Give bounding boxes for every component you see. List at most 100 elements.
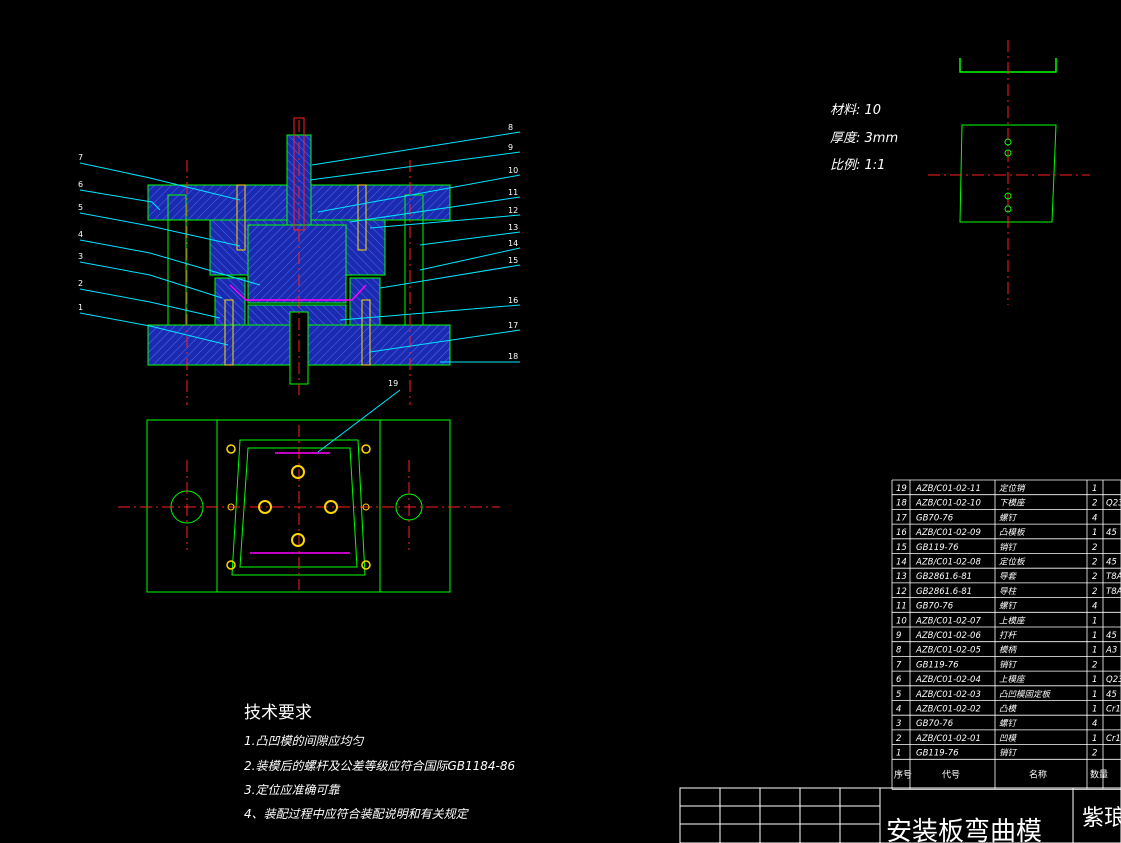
plan-die-outline [231,439,366,576]
bom-cell-qty: 4 [1092,513,1097,523]
guide-post-left [167,194,187,326]
leader-number: 16 [508,296,518,305]
spec-scale: 比例: 1:1 [830,158,885,173]
bom-cell-qty: 1 [1092,631,1097,641]
part-hole [1004,138,1012,146]
bom-cell-name: 销钉 [999,659,1018,670]
bom-cell-qty: 1 [1092,646,1097,656]
leader-number: 13 [508,223,518,232]
bom-cell-name: 螺钉 [999,601,1018,612]
bom-cell-name: 螺钉 [999,512,1018,523]
spec-thickness: 厚度: 3mm [830,131,898,146]
title-block: 安装板弯曲模 紫琅 [679,787,1121,843]
screw-icon [324,500,338,514]
bom-cell-code: AZB/C01-02-03 [915,690,981,700]
leader-number: 12 [508,206,518,215]
bom-cell-mat: Q23 [1106,675,1121,685]
bom-cell-qty: 2 [1092,572,1097,582]
bom-cell-code: AZB/C01-02-04 [915,675,981,685]
bom-cell-no: 18 [896,499,907,509]
screw-right [357,184,367,251]
leader-number: 9 [508,143,513,152]
bom-cell-name: 定位板 [999,557,1026,568]
bom-cell-no: 6 [896,675,902,685]
bom-header-qty: 数量 [1090,768,1108,780]
bom-cell-code: AZB/C01-02-07 [915,616,981,626]
bom-cell-no: 13 [896,572,907,582]
plan-view: 19 [118,379,500,593]
bom-cell-mat: Cr1 [1106,705,1121,715]
part-drawing [928,40,1090,305]
bom-cell-no: 19 [896,484,907,494]
leader-numbers-left: 7 6 5 4 3 2 1 [78,153,83,312]
bom-cell-qty: 1 [1092,734,1097,744]
bom-header-no: 序号 [894,768,912,780]
leader-number: 11 [508,188,518,197]
bom-cell-mat: 45 [1106,528,1117,538]
leader-number: 19 [388,379,398,388]
part-hole [1004,149,1012,157]
bom-cell-name: 凸模板 [999,527,1026,538]
bom-cell-code: GB70-76 [916,513,954,523]
bom-cell-mat: 45 [1106,631,1117,641]
bom-cell-code: GB2861.6-81 [916,572,972,582]
bom-cell-code: GB70-76 [916,602,954,612]
company-name: 紫琅 [1082,806,1121,831]
bom-cell-no: 7 [896,660,902,670]
leader-number: 2 [78,279,83,288]
pin-icon [226,560,236,570]
screw-icon [291,465,305,479]
bom-cell-no: 4 [896,705,901,715]
bom-cell-name: 定位销 [999,483,1026,494]
screw-icon [291,533,305,547]
leader-number: 4 [78,230,83,239]
bom-cell-name: 打杆 [999,630,1018,641]
punch-block [247,224,347,304]
bom-cell-no: 14 [896,558,907,568]
bom-cell-name: 凸模 [999,704,1018,715]
leader-number: 15 [508,256,518,265]
bom-cell-code: GB119-76 [916,749,959,759]
tech-item: 1.凸凹模的间隙应均匀 [244,734,364,748]
bom-cell-qty: 2 [1092,660,1097,670]
bom-cell-no: 8 [896,646,902,656]
bom-cell-no: 16 [896,528,907,538]
pin-icon [226,444,236,454]
bom-cell-mat: T8A [1106,572,1121,582]
leader-number: 6 [78,180,83,189]
bom-cell-name: 销钉 [999,542,1018,553]
part-blank-outline [959,124,1057,223]
pin-icon [362,503,370,511]
bom-cell-name: 模柄 [999,645,1018,656]
spec-material: 材料: 10 [830,103,881,118]
bom-cell-no: 17 [896,513,907,523]
leader-number: 10 [508,166,518,175]
bom-cell-qty: 1 [1092,675,1097,685]
bom-cell-no: 3 [896,719,901,729]
bom-cell-code: AZB/C01-02-06 [915,631,981,641]
bom-header-name: 名称 [1029,768,1047,780]
tech-requirements: 技术要求 1.凸凹模的间隙应均匀 2.装模后的螺杆及公差等级应符合国际GB118… [244,703,515,821]
bom-cell-no: 10 [896,616,907,626]
screw-lower-right [361,299,371,366]
screw-lower-left [224,299,234,366]
bom-cell-qty: 4 [1092,602,1097,612]
tech-item: 2.装模后的螺杆及公差等级应符合国际GB1184-86 [244,759,515,773]
bom-cell-no: 15 [896,543,907,553]
section-view [147,117,451,405]
bom-cell-name: 上模座 [999,674,1026,685]
leader-number: 7 [78,153,83,162]
plan-inner [216,419,381,593]
bom-cell-qty: 2 [1092,587,1097,597]
part-hole [1004,205,1012,213]
bom-cell-code: GB119-76 [916,660,959,670]
screw-left [236,184,246,251]
bom-cell-qty: 2 [1092,499,1097,509]
leader-number: 3 [78,252,83,261]
bom-cell-qty: 2 [1092,749,1097,759]
bom-cell-qty: 2 [1092,558,1097,568]
pin-icon [227,503,235,511]
pin-icon [361,560,371,570]
